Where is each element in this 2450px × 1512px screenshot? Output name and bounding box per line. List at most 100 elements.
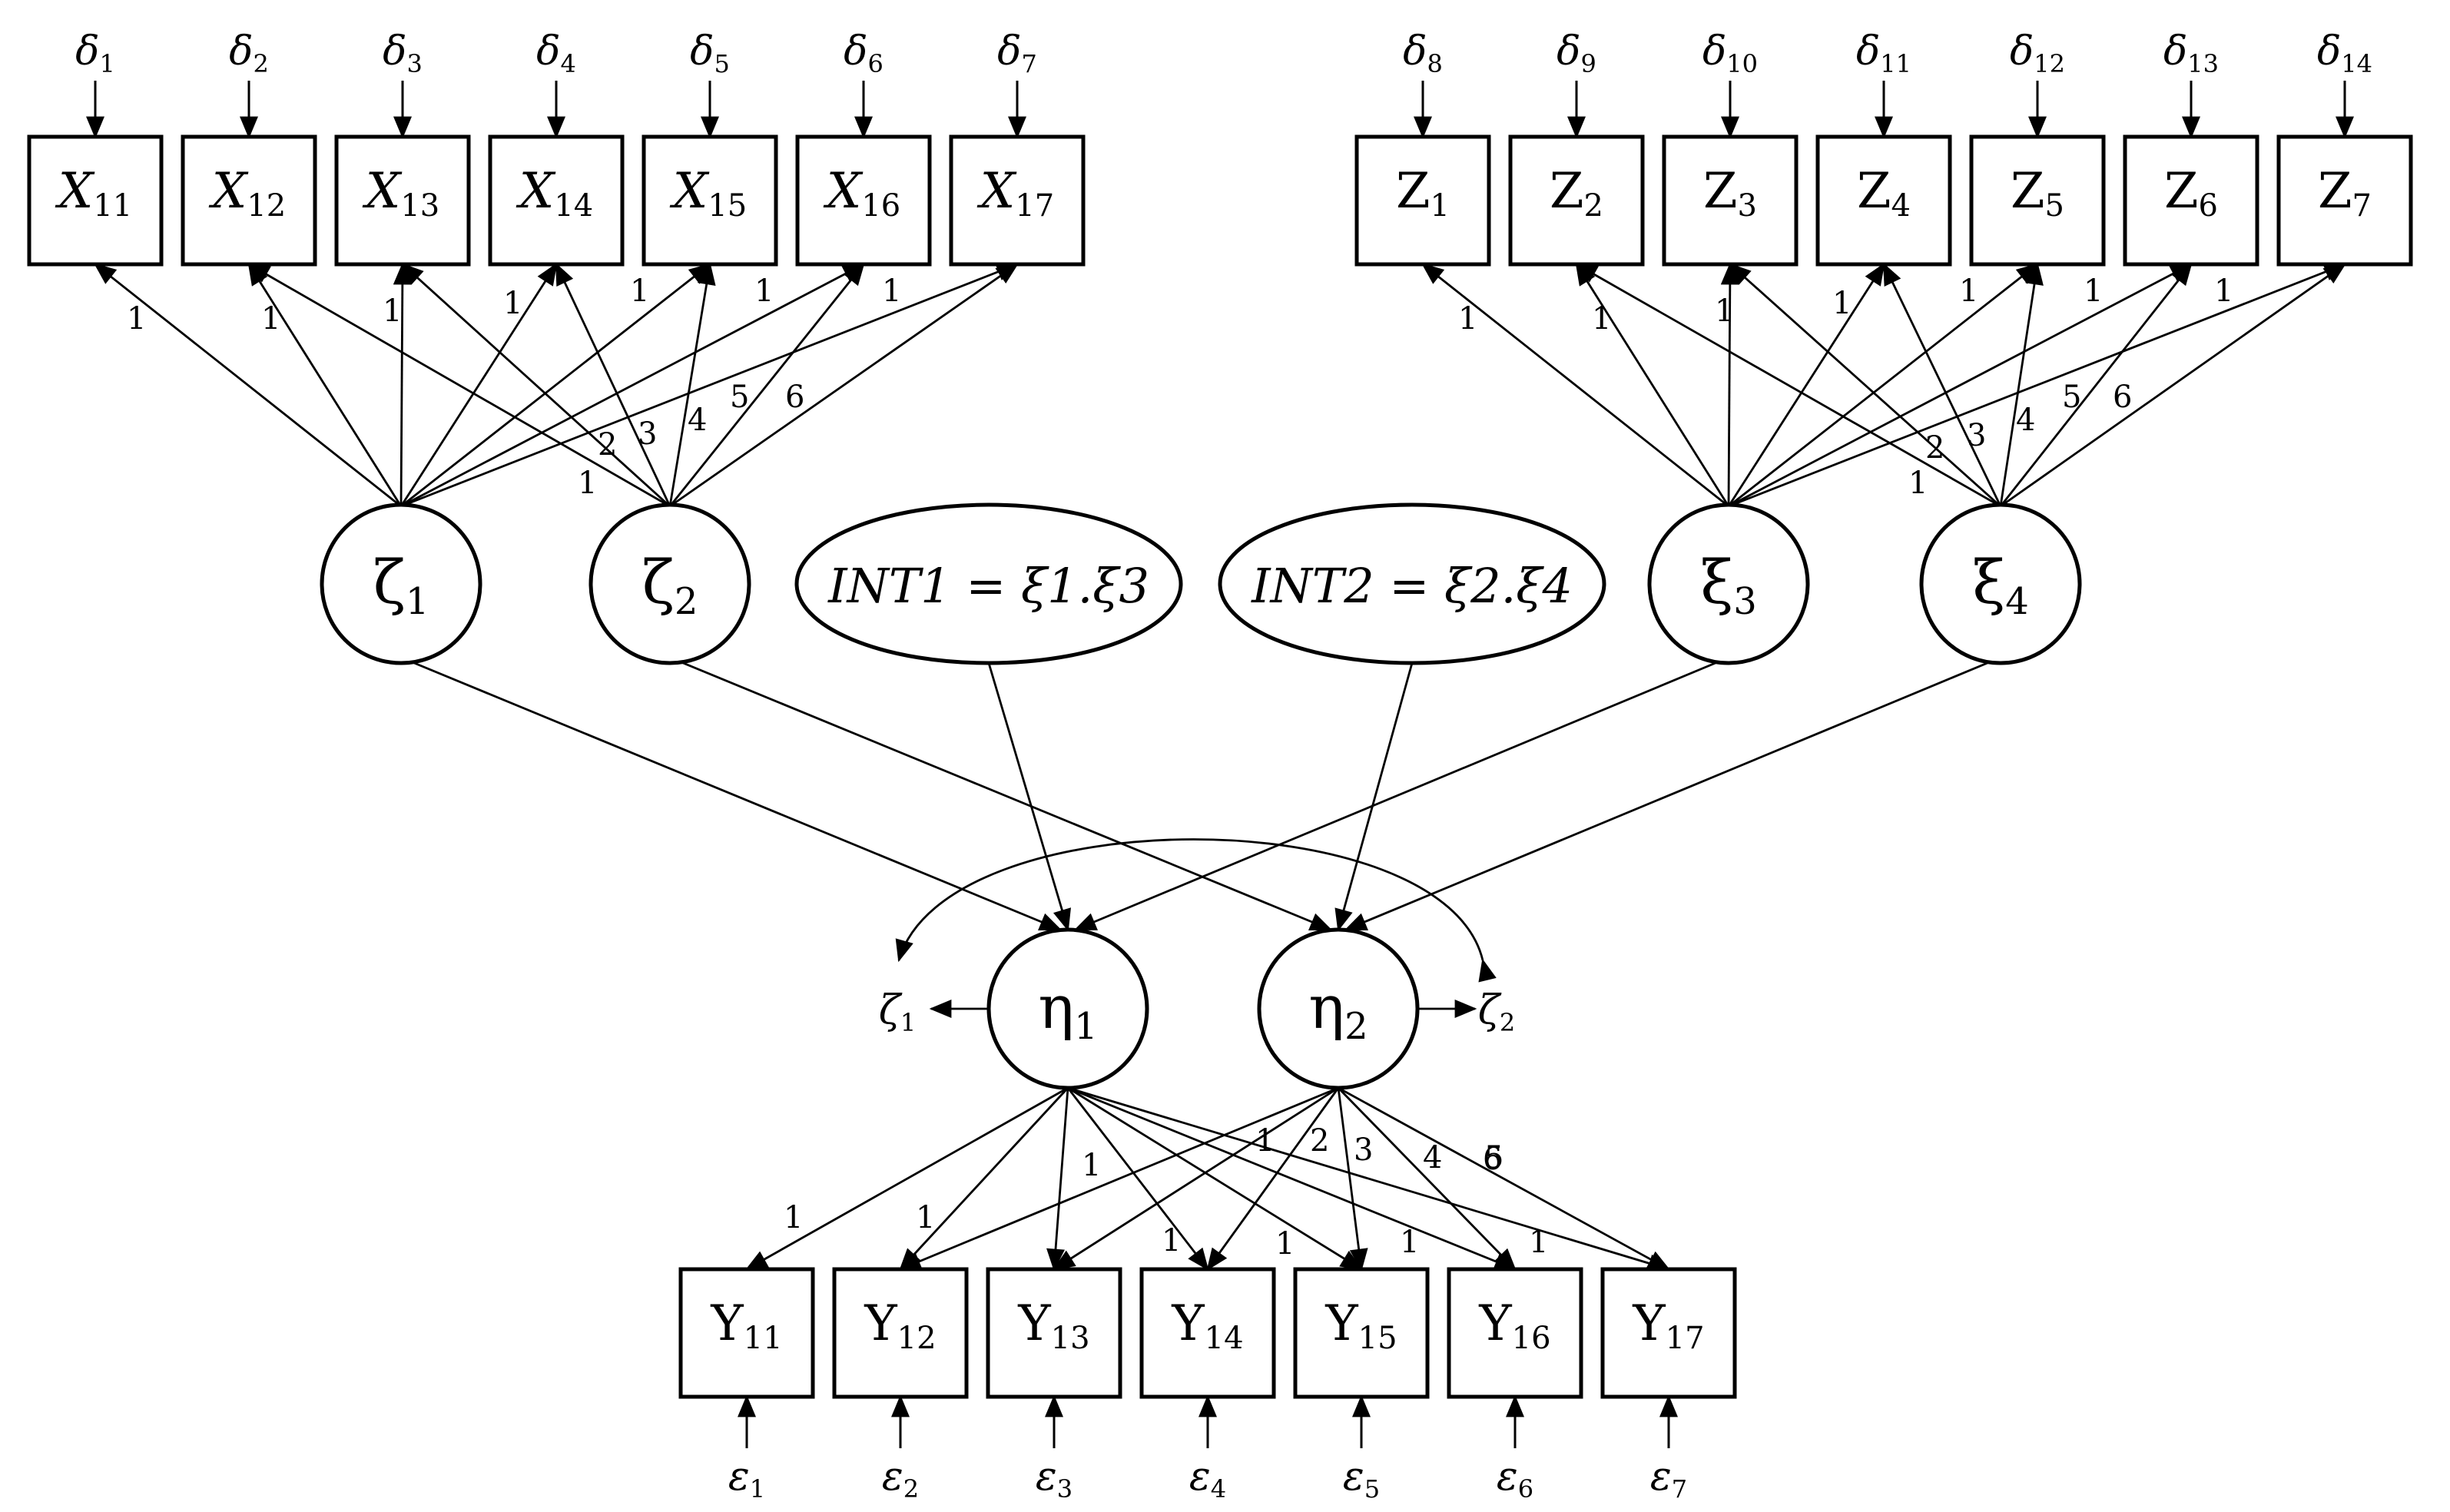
- weight-z-first-5: 1: [1959, 274, 1978, 309]
- x-error-label-1: δ1: [75, 28, 115, 78]
- weight-y-first-6: 1: [1400, 1225, 1419, 1260]
- disturbance-label-2: ζ2: [1478, 987, 1516, 1037]
- latent-exogenous-1: ζ1: [320, 502, 482, 665]
- latent-exogenous-label-1: ζ1: [373, 549, 429, 623]
- weight-y-second-3: 3: [1354, 1132, 1373, 1168]
- y-indicator-box-7: Y17: [1600, 1267, 1737, 1399]
- weight-y-second-6: 6: [1483, 1142, 1502, 1177]
- loading-xi4-z5: [1999, 262, 2044, 507]
- y-indicator-label-2: Y12: [864, 1295, 936, 1357]
- interaction-term-2: INT2 = ξ2.ξ4: [1218, 502, 1606, 665]
- loading-eta1-y2: [899, 1087, 1069, 1271]
- path-int1-eta1: [987, 662, 1071, 932]
- loading-xi3-z1: [1421, 263, 1729, 508]
- z-indicator-label-6: Z6: [2164, 163, 2218, 224]
- weight-y-second-1: 1: [1255, 1123, 1275, 1159]
- z-indicator-box-5: Z5: [1969, 134, 2106, 267]
- x-indicator-box-5: X15: [642, 134, 778, 267]
- weight-x-second-5: 5: [730, 380, 749, 415]
- x-indicator-label-2: X12: [208, 163, 286, 224]
- z-indicator-box-3: Z3: [1662, 134, 1799, 267]
- loading-eta1-y5: [1067, 1086, 1364, 1271]
- z-indicator-label-4: Z4: [1857, 163, 1911, 224]
- z-indicator-box-7: Z7: [2276, 134, 2413, 267]
- loading-eta1-y3: [1046, 1087, 1069, 1272]
- y-error-label-2: ε2: [882, 1454, 919, 1504]
- weight-x-first-2: 1: [261, 301, 280, 337]
- x-indicator-box-2: X12: [181, 134, 317, 267]
- latent-exogenous-label-4: ξ4: [1972, 549, 2029, 623]
- loading-eta2-y4: [1206, 1087, 1340, 1271]
- z-error-label-2: δ9: [1557, 28, 1596, 78]
- y-error-label-1: ε1: [728, 1454, 765, 1504]
- weight-x-first-1: 1: [127, 301, 146, 337]
- weight-y-first-5: 1: [1275, 1226, 1295, 1262]
- loading-xi3-z6: [1728, 263, 2193, 508]
- interaction-label-1: INT1 = ξ1.ξ3: [827, 558, 1149, 614]
- weight-x-first-7: 1: [882, 274, 901, 309]
- loading-zeta2-x6: [668, 263, 865, 507]
- loading-eta1-y7: [1067, 1086, 1671, 1272]
- x-error-label-5: δ5: [690, 28, 730, 78]
- x-error-label-2: δ2: [229, 28, 269, 78]
- z-indicator-box-6: Z6: [2123, 134, 2259, 267]
- loading-zeta1-x4: [399, 262, 558, 507]
- weight-z-first-3: 1: [1715, 293, 1734, 329]
- latent-exogenous-label-3: ξ3: [1700, 549, 1757, 623]
- path-zeta1-eta1: [408, 659, 1063, 931]
- y-indicator-box-3: Y13: [986, 1267, 1122, 1399]
- latent-exogenous-label-2: ζ2: [642, 549, 698, 623]
- latent-endogenous-1: η1: [986, 927, 1149, 1090]
- z-error-label-6: δ13: [2163, 28, 2219, 78]
- x-indicator-box-7: X17: [949, 134, 1086, 267]
- weight-x-second-2: 2: [598, 427, 617, 463]
- y-indicator-box-4: Y14: [1139, 1267, 1276, 1399]
- weight-x-first-5: 1: [630, 274, 649, 309]
- loading-eta1-y4: [1066, 1087, 1209, 1271]
- z-error-label-7: δ14: [2317, 28, 2372, 78]
- x-indicator-box-4: X14: [488, 134, 625, 267]
- weight-z-first-7: 1: [2214, 274, 2233, 309]
- disturbance-covariance: [895, 838, 1497, 983]
- weight-y-second-2: 2: [1310, 1123, 1329, 1159]
- loading-xi3-z7: [1728, 263, 2347, 508]
- weight-y-first-3: 1: [1082, 1148, 1101, 1183]
- x-error-label-4: δ4: [536, 28, 576, 78]
- latent-exogenous-2: ζ2: [588, 502, 751, 665]
- z-error-label-3: δ10: [1702, 28, 1758, 78]
- weight-y-second-4: 4: [1423, 1140, 1442, 1175]
- weight-y-first-7: 1: [1529, 1225, 1548, 1260]
- x-indicator-label-4: X14: [516, 163, 593, 224]
- loading-eta2-y3: [1052, 1086, 1339, 1271]
- x-error-label-6: δ6: [844, 28, 884, 78]
- loading-xi3-z5: [1728, 263, 2039, 508]
- loading-eta2-y2: [898, 1086, 1339, 1271]
- x-indicator-label-1: X11: [55, 163, 132, 224]
- loading-zeta1-x2: [247, 262, 403, 507]
- weight-y-first-4: 1: [1162, 1223, 1181, 1258]
- loading-eta2-y5: [1337, 1087, 1368, 1272]
- loading-zeta2-x3: [401, 263, 671, 508]
- latent-endogenous-label-1: η1: [1038, 973, 1097, 1048]
- loading-xi4-z4: [1882, 262, 2002, 507]
- path-edges: [86, 81, 2354, 1448]
- x-error-label-3: δ3: [383, 28, 423, 78]
- interaction-label-2: INT2 = ξ2.ξ4: [1251, 558, 1573, 614]
- x-indicator-box-6: X16: [795, 134, 932, 267]
- path-int2-eta2: [1334, 662, 1414, 932]
- y-error-label-3: ε3: [1036, 1454, 1072, 1504]
- loading-eta1-y6: [1067, 1086, 1517, 1271]
- weight-z-first-1: 1: [1458, 301, 1477, 337]
- weight-x-second-6: 6: [785, 380, 804, 415]
- x-indicator-label-3: X13: [362, 163, 439, 224]
- weight-x-second-4: 4: [688, 403, 707, 438]
- loading-zeta1-x1: [94, 263, 402, 508]
- weight-x-second-3: 3: [638, 416, 657, 452]
- weight-z-second-3: 3: [1967, 418, 1986, 453]
- y-indicator-label-1: Y11: [710, 1295, 782, 1357]
- weight-y-second-5: 5: [1484, 1140, 1503, 1175]
- z-error-label-5: δ12: [2010, 28, 2065, 78]
- weight-z-second-2: 2: [1925, 430, 1944, 466]
